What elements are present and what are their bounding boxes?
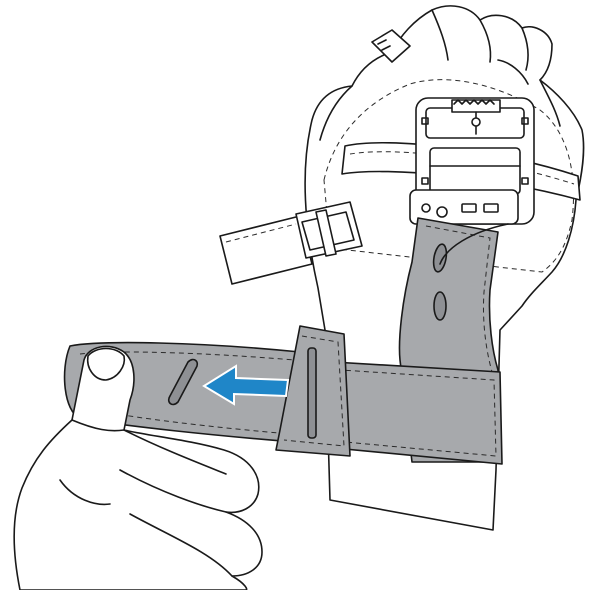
wearable-device-mount	[410, 98, 534, 224]
